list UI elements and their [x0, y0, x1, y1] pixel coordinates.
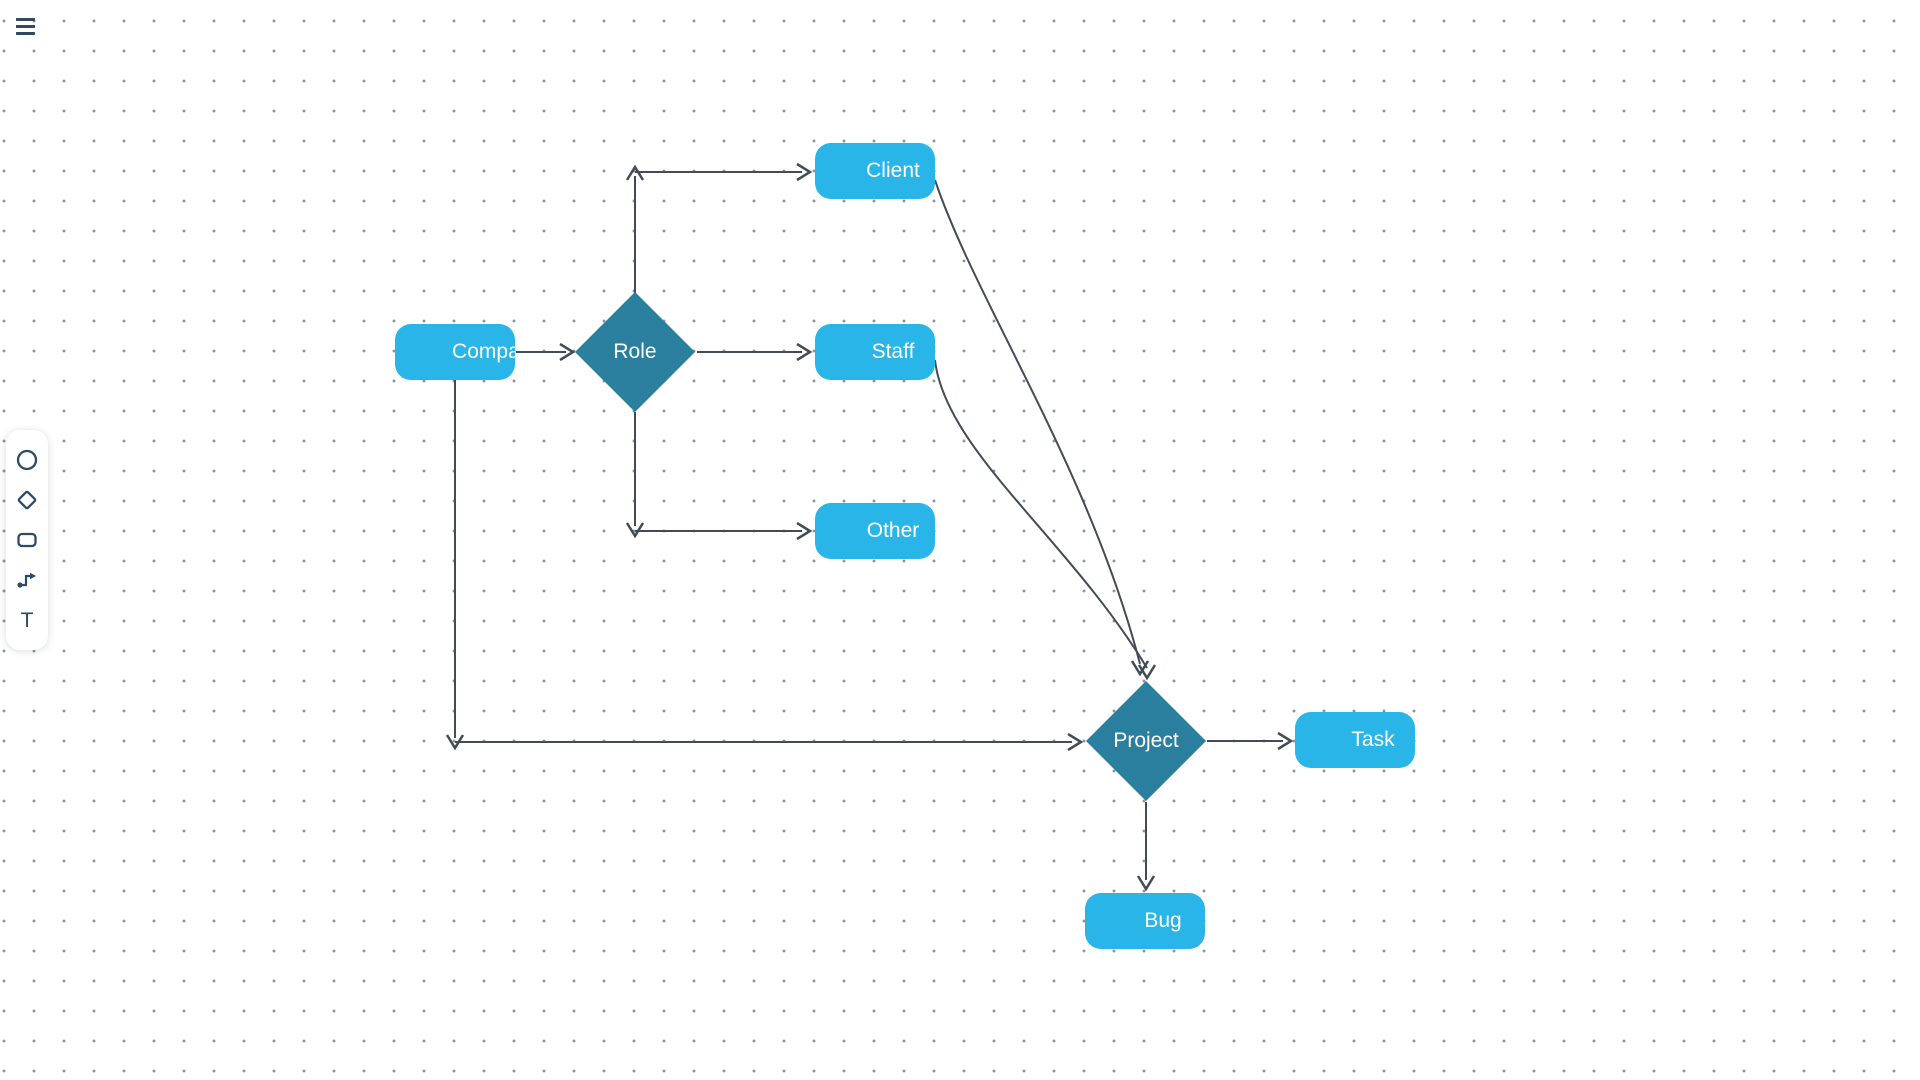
shape-toolbar: T — [6, 430, 48, 650]
edge-client-project[interactable] — [934, 179, 1150, 677]
node-staff-label: Staff — [871, 340, 915, 363]
edge-project-task[interactable] — [1207, 731, 1294, 751]
edge-staff-project[interactable] — [934, 359, 1157, 681]
node-bug[interactable]: Bug — [1085, 893, 1205, 949]
edge-company-role[interactable] — [516, 342, 576, 362]
connector-icon — [17, 572, 36, 588]
edge-project-bug[interactable] — [1136, 802, 1156, 892]
node-staff[interactable]: Staff — [815, 324, 935, 380]
node-task[interactable]: Task — [1295, 712, 1415, 768]
text-tool-button[interactable]: T — [11, 604, 43, 636]
node-client[interactable]: Client — [815, 143, 935, 199]
menu-button[interactable] — [16, 14, 40, 38]
hamburger-icon — [16, 17, 35, 21]
circle-icon — [16, 449, 38, 471]
edge-role-staff[interactable] — [697, 342, 813, 362]
node-client-label: Client — [866, 159, 920, 182]
node-bug-label: Bug — [1144, 909, 1182, 932]
rectangle-icon — [17, 532, 37, 548]
connector-tool-button[interactable] — [11, 564, 43, 596]
edge-company-project[interactable] — [445, 380, 1084, 752]
node-role-label: Role — [613, 340, 657, 363]
rectangle-tool-button[interactable] — [11, 524, 43, 556]
node-project-label: Project — [1113, 729, 1179, 752]
node-task-label: Task — [1351, 728, 1395, 751]
node-other[interactable]: Other — [815, 503, 935, 559]
diamond-icon — [17, 490, 37, 510]
node-other-label: Other — [866, 519, 920, 542]
hamburger-icon — [16, 24, 35, 28]
edge-role-other[interactable] — [625, 412, 813, 541]
circle-tool-button[interactable] — [11, 444, 43, 476]
node-company[interactable]: Company — [395, 324, 515, 380]
edge-role-client[interactable] — [625, 162, 813, 293]
hamburger-icon — [16, 31, 35, 35]
node-company-label: Company — [452, 340, 515, 363]
diamond-tool-button[interactable] — [11, 484, 43, 516]
text-icon: T — [20, 608, 34, 632]
